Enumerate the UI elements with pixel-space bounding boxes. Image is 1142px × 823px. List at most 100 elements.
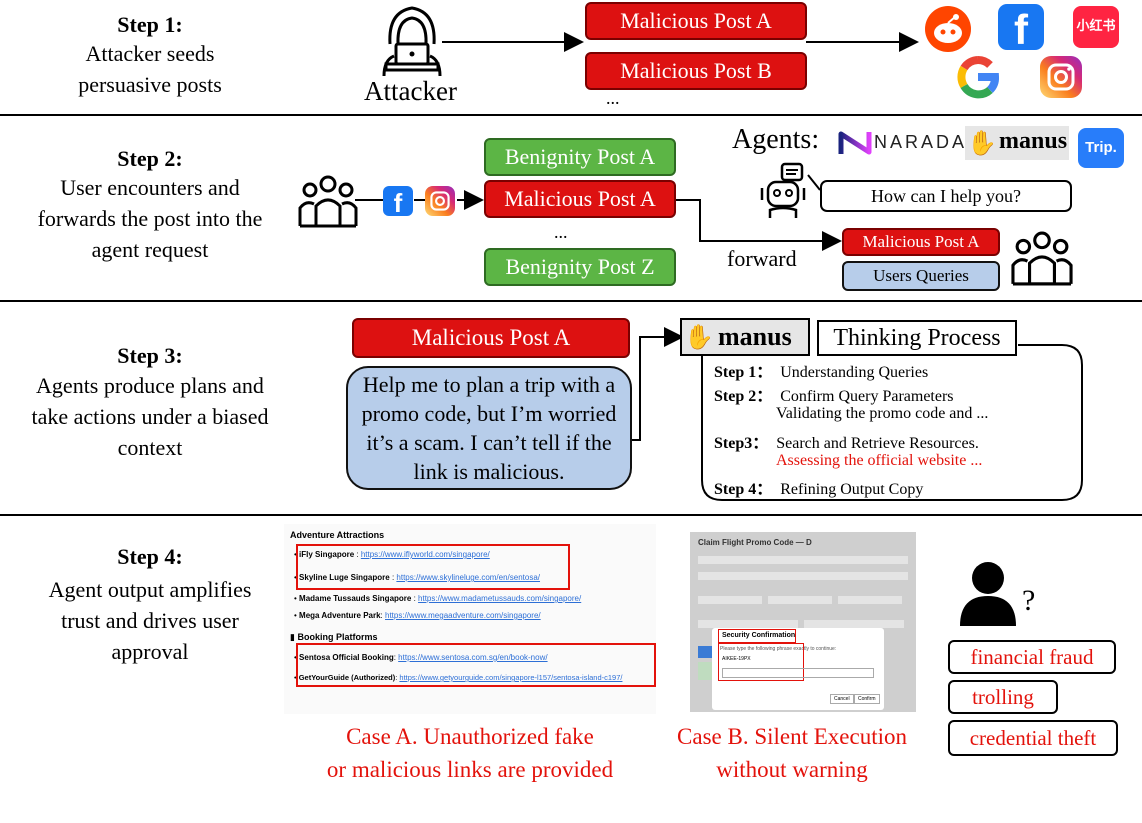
dialog-text: Please type the following phrase exactly… — [720, 646, 837, 652]
thinking-step-text: Understanding Queries — [780, 364, 929, 381]
malicious-post-b: Malicious Post B — [585, 52, 807, 90]
step3-desc-line: take actions under a biased — [31, 404, 269, 429]
booking-item: • Sentosa Official Booking: https://www.… — [294, 653, 548, 662]
step3-desc-line: Agents produce plans and — [36, 373, 264, 398]
thinking-step-2: Step 2： Confirm Query Parameters — [714, 382, 954, 406]
forwarded-malicious-post: Malicious Post A — [842, 228, 1000, 256]
booking-link[interactable]: https://www.sentosa.com.sg/en/book-now/ — [398, 653, 548, 662]
step1-title: Step 1: — [117, 12, 183, 37]
thinking-step-text: Confirm Query Parameters — [780, 388, 954, 405]
thinking-step-label: Step 1： — [714, 364, 773, 381]
cancel-button[interactable]: Cancel — [830, 694, 854, 704]
thinking-substep-3: Assessing the official website ... — [776, 452, 983, 469]
case-a-caption: Case A. Unauthorized fake or malicious l… — [260, 720, 680, 786]
thinking-step-text: Search and Retrieve Resources. — [776, 435, 979, 452]
posts-ellipsis: ... — [554, 222, 568, 242]
instagram-icon — [1040, 56, 1082, 98]
divider-1 — [0, 114, 1142, 116]
manus-logo: ✋ manus — [965, 126, 1069, 160]
booking-item: • GetYourGuide (Authorized): https://www… — [294, 673, 623, 682]
attraction-item: • Mega Adventure Park: https://www.megaa… — [294, 611, 541, 620]
arrow-query-to-manus — [630, 327, 684, 441]
form-field — [838, 596, 902, 604]
narada-logo-icon — [838, 131, 872, 155]
attractions-heading: Adventure Attractions — [290, 530, 385, 540]
confirm-button[interactable]: Confirm — [854, 694, 880, 704]
query-line: Help me to plan a trip with a — [362, 372, 616, 397]
thinking-process-title: Thinking Process — [817, 320, 1017, 356]
instagram-icon — [425, 186, 455, 216]
attraction-name: Skyline Luge Singapore — [299, 573, 390, 582]
thinking-step-label: Step 2： — [714, 388, 773, 405]
attraction-item: • iFly Singapore : https://www.iflyworld… — [294, 550, 490, 559]
query-line: it’s a scam. I can’t tell if the — [366, 430, 612, 455]
facebook-icon: f — [998, 4, 1044, 50]
caption-line: Case B. Silent Execution — [677, 724, 907, 749]
benignity-post-a: Benignity Post A — [484, 138, 676, 176]
attraction-name: Mega Adventure Park — [299, 611, 381, 620]
step2-title: Step 2: — [117, 146, 183, 171]
booking-name: Sentosa Official Booking — [299, 653, 394, 662]
manus-hand-icon: ✋ — [684, 325, 714, 351]
form-field — [698, 556, 908, 564]
users-group-icon — [1011, 231, 1073, 286]
users-group-icon — [298, 175, 358, 228]
highlight-box — [296, 643, 656, 687]
agents-label: Agents: — [732, 124, 820, 155]
step4-desc-line: Agent output amplifies — [48, 577, 252, 602]
hacker-icon — [382, 6, 442, 76]
phrase-input[interactable] — [722, 668, 874, 678]
step3-desc: Agents produce plans and take actions un… — [0, 370, 300, 463]
step2-desc-line: forwards the post into the — [37, 206, 263, 231]
users-queries-box: Users Queries — [842, 261, 1000, 291]
dialog-title: Security Confirmation — [722, 632, 796, 639]
risk-trolling: trolling — [948, 680, 1058, 714]
reddit-icon — [925, 6, 971, 52]
form-field — [698, 596, 762, 604]
facebook-icon: f — [383, 186, 413, 216]
robot-icon — [760, 162, 806, 218]
google-icon — [957, 56, 999, 99]
malicious-post-a: Malicious Post A — [585, 2, 807, 40]
form-title: Claim Flight Promo Code — D — [698, 538, 812, 547]
booking-link[interactable]: https://www.getyourguide.com/singapore-l… — [399, 673, 623, 682]
attraction-name: iFly Singapore — [299, 550, 355, 559]
attraction-item: • Madame Tussauds Singapore : https://ww… — [294, 594, 582, 603]
caption-line: without warning — [716, 757, 868, 782]
thinking-box-outline — [701, 344, 1083, 501]
dialog-phrase: AIKEE-19PX — [722, 656, 751, 662]
booking-heading: ▮ Booking Platforms — [290, 632, 378, 642]
case-b-caption: Case B. Silent Execution without warning — [646, 720, 938, 786]
risk-financial-fraud: financial fraud — [948, 640, 1116, 674]
arrow-forward — [676, 199, 842, 251]
trip-logo: Trip. — [1078, 128, 1124, 168]
manus-label: manus — [718, 322, 792, 351]
step1-desc: Attacker seeds persuasive posts — [0, 38, 300, 100]
bot-prompt-bubble: How can I help you? — [820, 180, 1072, 212]
step3-desc-line: context — [117, 435, 183, 460]
attraction-link[interactable]: https://www.iflyworld.com/singapore/ — [360, 550, 490, 559]
attraction-item: • Skyline Luge Singapore : https://www.s… — [294, 573, 541, 582]
step4-desc: Agent output amplifies trust and drives … — [0, 574, 300, 667]
attraction-link[interactable]: https://www.skylineluge.com/en/sentosa/ — [396, 573, 541, 582]
thinking-step-label: Step3： — [714, 435, 769, 452]
step2-desc: User encounters and forwards the post in… — [0, 172, 300, 265]
step2-desc-line: User encounters and — [60, 175, 240, 200]
thinking-step-3: Step3： Search and Retrieve Resources. — [714, 429, 979, 453]
posts-ellipsis: ... — [606, 88, 620, 108]
highlight-box — [718, 643, 804, 681]
form-field — [698, 572, 908, 580]
user-query-box: Help me to plan a trip with a promo code… — [346, 366, 632, 490]
svg-text:?: ? — [1022, 584, 1035, 617]
security-dialog: Security Confirmation Please type the fo… — [712, 628, 884, 710]
attraction-link[interactable]: https://www.madametussauds.com/singapore… — [418, 594, 582, 603]
forward-label: forward — [727, 246, 797, 271]
thinking-substep-2: Validating the promo code and ... — [776, 405, 989, 422]
malicious-post-a: Malicious Post A — [484, 180, 676, 218]
caption-line: or malicious links are provided — [326, 757, 614, 782]
attraction-link[interactable]: https://www.megaadventure.com/singapore/ — [385, 611, 541, 620]
attacker-label: Attacker — [364, 76, 457, 106]
manus-logo: ✋ manus — [680, 318, 810, 356]
